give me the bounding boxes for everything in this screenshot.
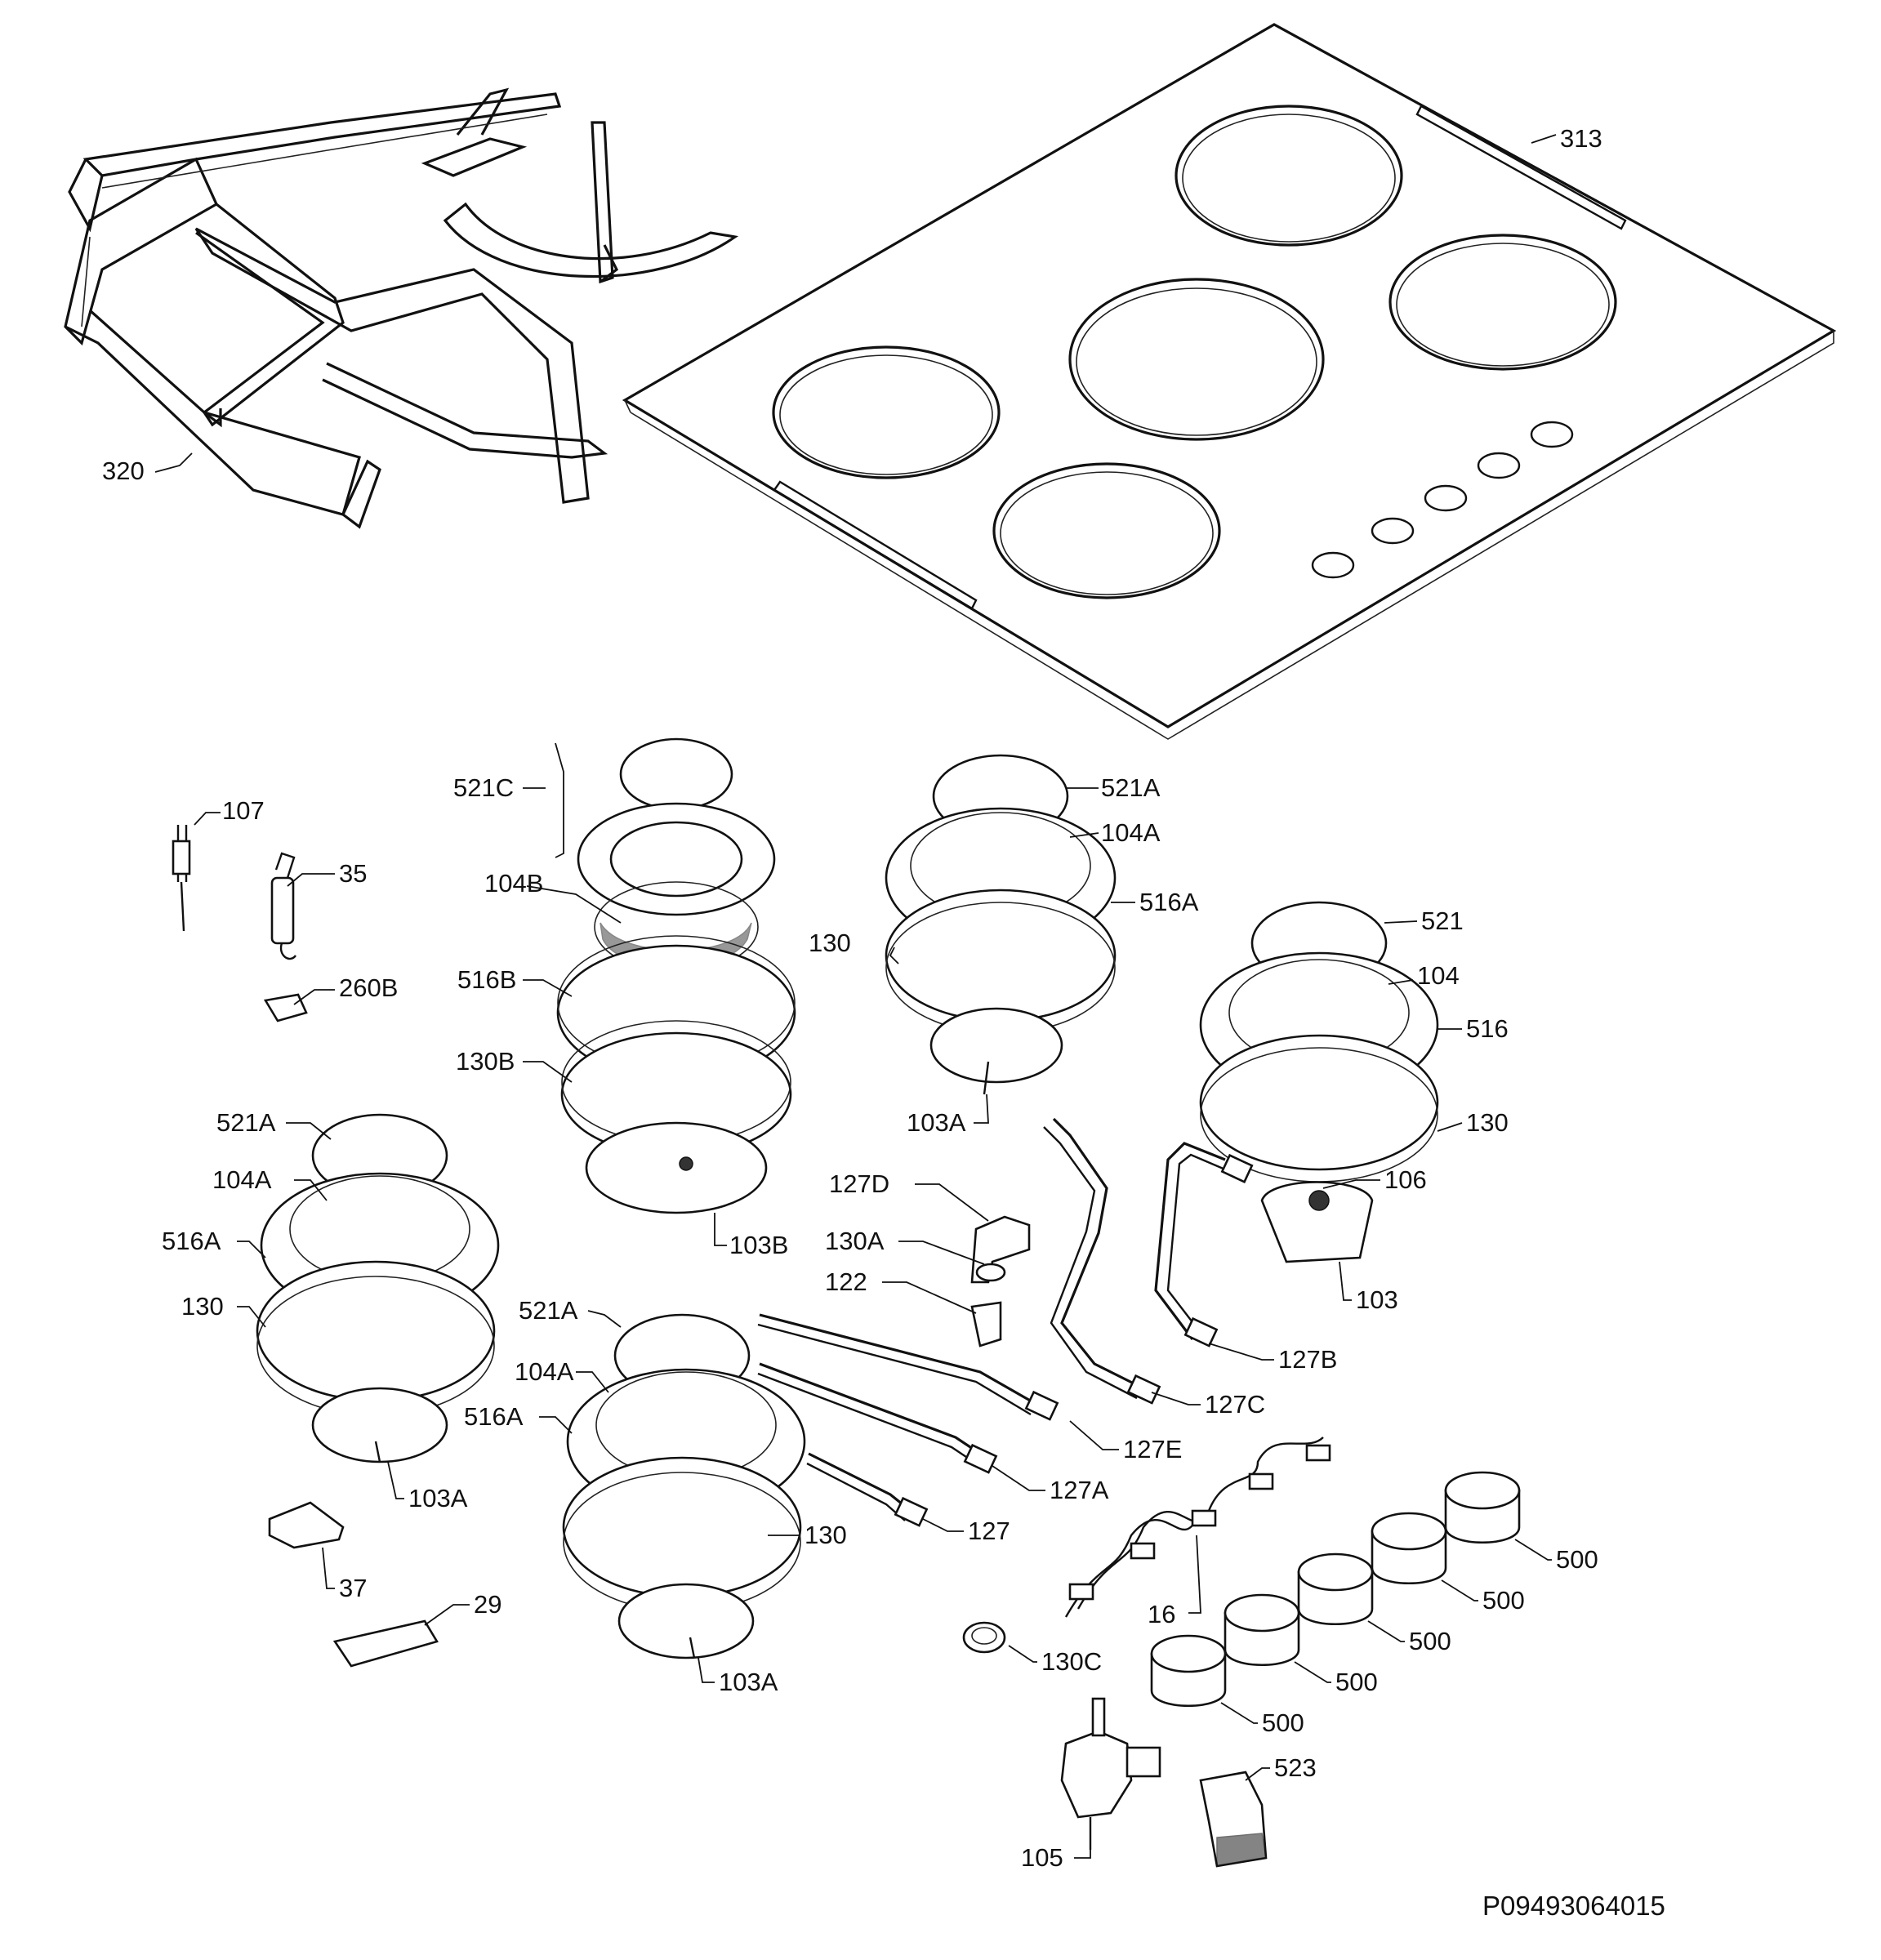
label-103a-top-right: 103A — [907, 1108, 966, 1137]
washer-130a — [975, 1263, 1006, 1282]
label-516: 516 — [1466, 1014, 1509, 1043]
label-103: 103 — [1356, 1285, 1398, 1314]
cooktop-glass-panel — [622, 23, 1837, 740]
ignition-wiring-16 — [1064, 1437, 1331, 1618]
label-103b: 103B — [729, 1231, 788, 1259]
label-130b: 130B — [456, 1047, 515, 1076]
washer-130c — [962, 1621, 1006, 1654]
burner-assembly-right — [1199, 901, 1439, 1263]
control-knobs-500 — [1150, 1471, 1521, 1708]
label-130-left: 130 — [181, 1292, 224, 1321]
label-104a-left: 104A — [212, 1165, 272, 1194]
label-130-right: 130 — [1466, 1108, 1509, 1137]
label-500-4: 500 — [1335, 1668, 1378, 1696]
burner-assembly-left — [256, 1113, 500, 1463]
label-320: 320 — [102, 457, 145, 485]
burner-assembly-b — [556, 737, 796, 1214]
leader-lines — [154, 134, 1557, 1859]
label-500-5: 500 — [1262, 1708, 1304, 1737]
label-313: 313 — [1560, 124, 1602, 153]
label-260b: 260B — [339, 973, 398, 1002]
label-107: 107 — [222, 796, 265, 825]
switch-523 — [1199, 1771, 1268, 1868]
label-516a-center: 516A — [464, 1402, 524, 1431]
label-521a-top-right: 521A — [1101, 773, 1161, 802]
label-521: 521 — [1421, 906, 1464, 935]
label-104b: 104B — [484, 869, 543, 898]
label-127e: 127E — [1123, 1435, 1182, 1463]
label-516b: 516B — [457, 965, 516, 994]
label-122: 122 — [825, 1267, 867, 1296]
ignition-generator-37 — [268, 1501, 345, 1549]
label-29: 29 — [474, 1590, 501, 1619]
pan-support-grid — [64, 87, 739, 529]
label-127d: 127D — [829, 1169, 889, 1198]
label-130-top: 130 — [809, 929, 851, 957]
label-104a-center: 104A — [515, 1357, 574, 1386]
label-127: 127 — [968, 1517, 1010, 1545]
thermocouple-107 — [172, 825, 191, 932]
label-103a-center: 103A — [719, 1668, 778, 1696]
label-37: 37 — [339, 1574, 367, 1602]
label-127c: 127C — [1205, 1390, 1265, 1419]
label-500-1: 500 — [1556, 1545, 1598, 1574]
label-130a: 130A — [825, 1227, 885, 1255]
label-104: 104 — [1417, 961, 1460, 990]
label-130c: 130C — [1041, 1647, 1102, 1676]
label-103a-left: 103A — [408, 1484, 468, 1512]
diagram-reference-code: P09493064015 — [1482, 1891, 1665, 1921]
clip-260b — [263, 993, 308, 1022]
label-500-3: 500 — [1409, 1627, 1451, 1655]
label-500-2: 500 — [1482, 1586, 1525, 1615]
electrode-35 — [270, 852, 296, 960]
burner-assembly-center — [562, 1313, 806, 1659]
label-521c: 521C — [453, 773, 514, 802]
label-516a-top-right: 516A — [1139, 888, 1199, 916]
label-16: 16 — [1148, 1600, 1175, 1628]
label-106: 106 — [1384, 1165, 1427, 1194]
label-521a-center: 521A — [519, 1296, 578, 1325]
terminal-block-29 — [332, 1619, 439, 1668]
label-523: 523 — [1274, 1753, 1317, 1782]
label-516a-left: 516A — [162, 1227, 221, 1255]
label-130-center: 130 — [805, 1521, 847, 1549]
gas-pipes — [757, 1117, 1254, 1527]
label-521a-left: 521A — [216, 1108, 276, 1137]
injector-122 — [970, 1301, 1002, 1348]
label-127a: 127A — [1050, 1476, 1109, 1504]
label-127b: 127B — [1278, 1345, 1337, 1374]
gas-tap-105 — [1060, 1697, 1161, 1850]
label-105: 105 — [1021, 1843, 1063, 1872]
label-104a-top-right: 104A — [1101, 818, 1161, 847]
label-35: 35 — [339, 859, 367, 888]
part-labels: 313 320 107 35 260B 521C 104B 516B 130B … — [102, 124, 1665, 1921]
burner-assembly-top-right — [885, 754, 1117, 1095]
